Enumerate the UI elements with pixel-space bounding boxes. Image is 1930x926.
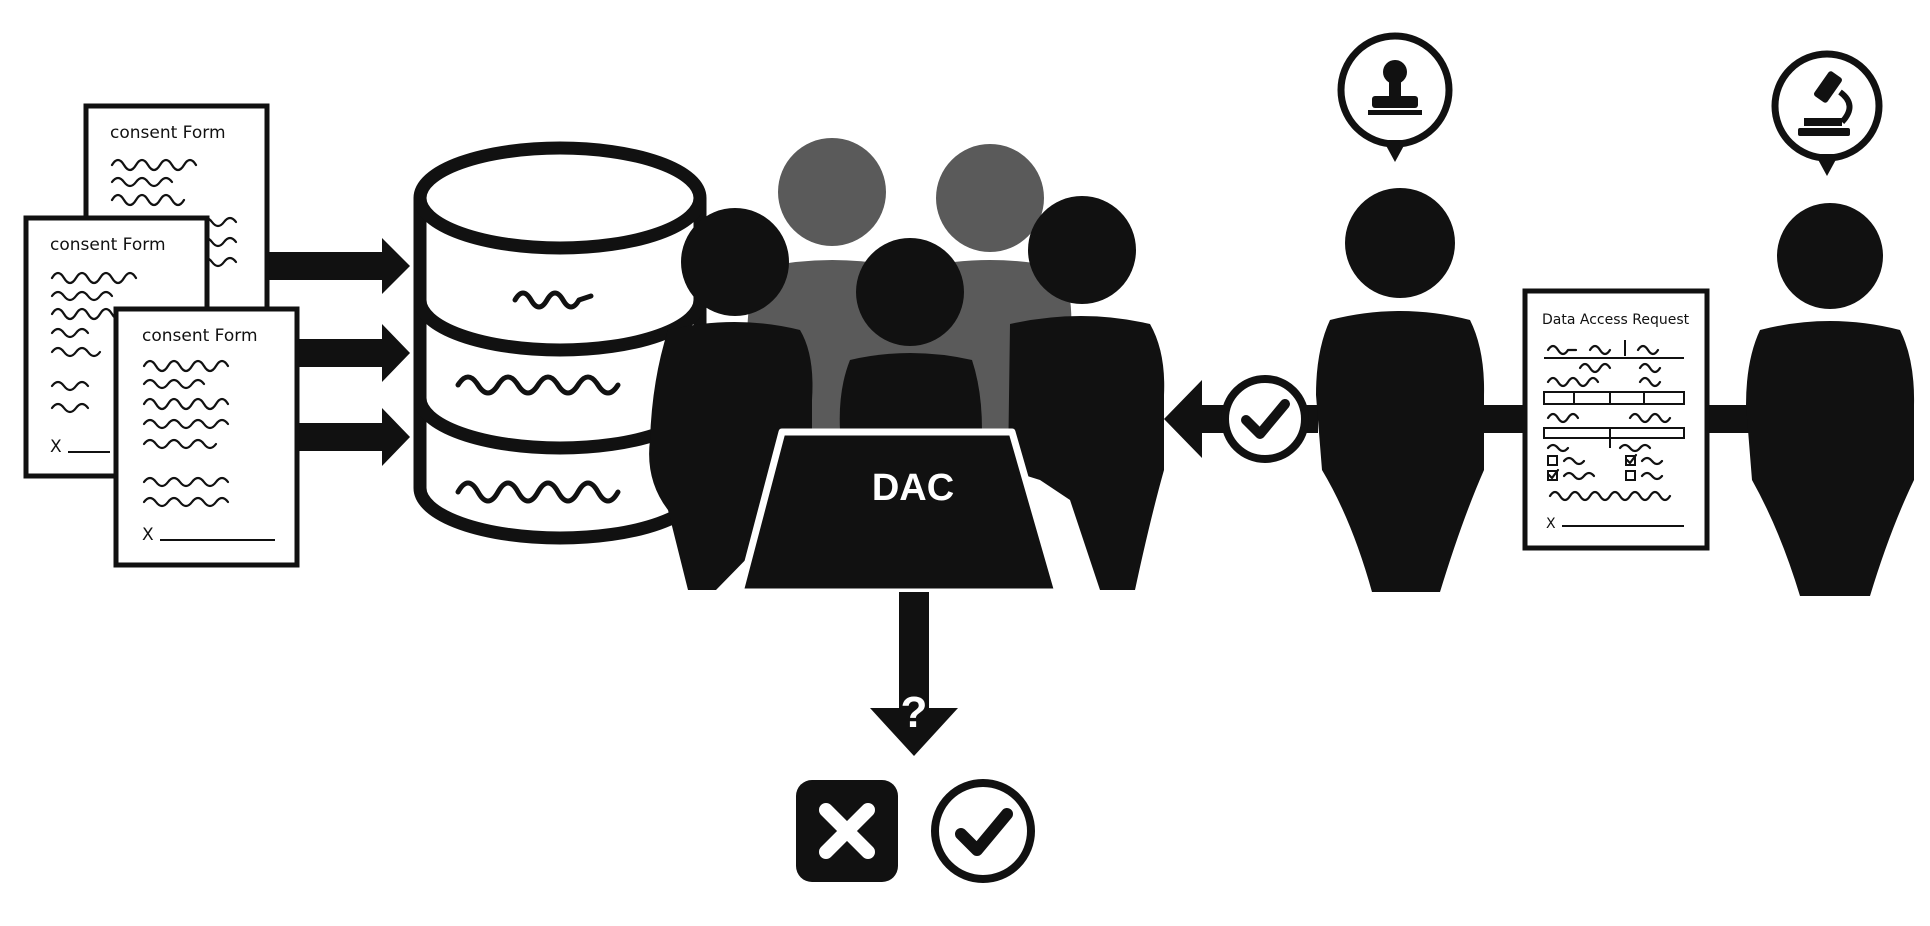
consent-form-stack: consent Form consent Form X consent Fo <box>23 103 300 568</box>
data-access-request-form: Data Access Request X <box>1522 288 1710 551</box>
decision-outcomes <box>796 779 1035 883</box>
arrow-right-top <box>268 238 410 294</box>
check-icon <box>1221 375 1309 463</box>
check-icon <box>931 779 1035 883</box>
dac-committee: DAC <box>649 138 1165 596</box>
stamp-icon <box>1337 32 1453 162</box>
microscope-icon <box>1771 50 1883 176</box>
x-icon <box>796 780 898 882</box>
dac-table: DAC <box>736 428 1062 596</box>
approval-arrow <box>1164 375 1318 463</box>
signature-mark: X <box>142 525 154 545</box>
arrow-right-middle <box>298 324 410 382</box>
question-mark: ? <box>901 688 928 737</box>
signature-mark: X <box>50 437 62 457</box>
consent-form-title: consent Form <box>50 235 166 255</box>
institution-person <box>1316 32 1485 592</box>
signature-mark: X <box>1546 516 1556 532</box>
consent-form-title: consent Form <box>142 326 258 346</box>
database-icon <box>413 141 707 545</box>
forms-to-database-arrows <box>268 238 410 466</box>
arrow-right-bottom <box>298 408 410 466</box>
researcher-person <box>1746 50 1915 596</box>
dac-label: DAC <box>872 467 954 509</box>
request-form-title: Data Access Request <box>1542 312 1690 328</box>
decision-arrow: ? <box>870 592 958 756</box>
consent-form-front: consent Form X <box>113 306 300 568</box>
consent-form-title: consent Form <box>110 123 226 143</box>
